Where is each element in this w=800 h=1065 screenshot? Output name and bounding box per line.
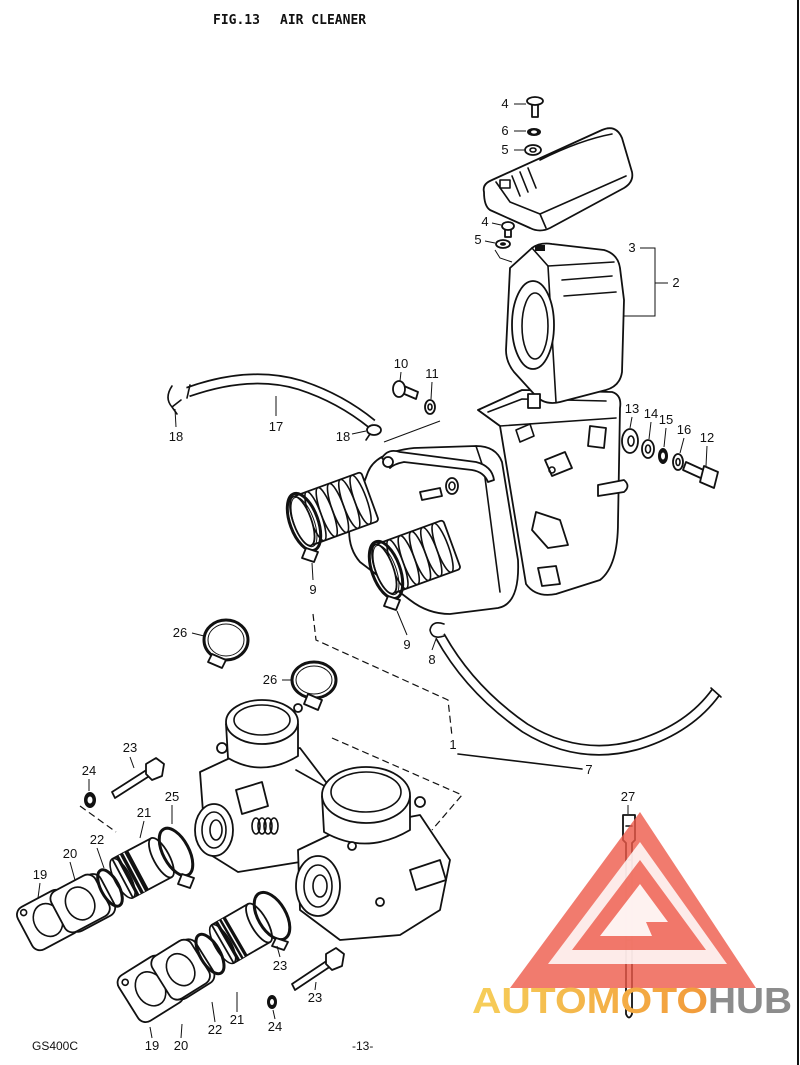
hose-clip-18-right xyxy=(365,424,382,441)
callout: 5 xyxy=(501,142,508,157)
washer-24-lower xyxy=(267,995,277,1009)
callout: 20 xyxy=(174,1038,188,1053)
hose-clamp-9-lower xyxy=(367,539,405,611)
throttle-linkage-spring xyxy=(251,769,329,835)
washer-5-lower xyxy=(495,239,511,249)
callout: 4 xyxy=(481,214,488,229)
automotohub-watermark: AUTOMOTO HUB xyxy=(472,812,792,1021)
air-cleaner-case xyxy=(477,389,629,596)
callout: 27 xyxy=(621,789,635,804)
washer-16 xyxy=(672,453,684,471)
figure-title: AIR CLEANER xyxy=(280,13,366,28)
callout: 21 xyxy=(137,805,151,820)
lock-washer-6 xyxy=(527,128,541,136)
callout: 14 xyxy=(644,406,658,421)
callout: 22 xyxy=(208,1022,222,1037)
hose-clamp-25-upper xyxy=(157,826,195,889)
hose-clamp-lower xyxy=(252,890,292,951)
callout: 13 xyxy=(625,401,639,416)
hose-clamp-9-upper xyxy=(285,491,323,563)
grommet-13 xyxy=(621,428,639,454)
bolt-10 xyxy=(392,380,419,400)
callout: 23 xyxy=(123,740,137,755)
spacer-20-lower xyxy=(150,938,216,1001)
callout: 7 xyxy=(585,762,592,777)
intake-pipe-21-upper xyxy=(109,836,175,899)
callout: 24 xyxy=(268,1019,282,1034)
washer-11 xyxy=(424,399,436,415)
page-number: -13- xyxy=(352,1039,373,1053)
callout: 25 xyxy=(165,789,179,804)
logo-triangle-core xyxy=(600,884,668,936)
filter-element xyxy=(505,242,625,409)
screw-4-lower xyxy=(501,221,515,238)
carburetor-left xyxy=(194,699,333,873)
leader-lines xyxy=(37,103,708,1039)
model-code: GS400C xyxy=(32,1039,78,1053)
hose-clamp-26-lower xyxy=(290,660,338,711)
callout: 16 xyxy=(677,422,691,437)
callout: 6 xyxy=(501,123,508,138)
collar-14 xyxy=(641,439,655,459)
intake-boot-lower xyxy=(371,519,461,595)
callout: 19 xyxy=(145,1038,159,1053)
washer-15 xyxy=(658,448,668,464)
callout: 23 xyxy=(308,990,322,1005)
o-ring-22-lower xyxy=(194,932,226,976)
hose-clip-18-left xyxy=(167,385,182,415)
callout-numbers: 4 6 5 4 5 3 2 10 11 18 17 18 13 14 15 16… xyxy=(33,96,714,1053)
carburetor-right xyxy=(295,766,451,941)
intake-boot-upper xyxy=(289,471,379,547)
callout: 18 xyxy=(169,429,183,444)
callout: 21 xyxy=(230,1012,244,1027)
callout: 23 xyxy=(273,958,287,973)
callout: 26 xyxy=(263,672,277,687)
callout: 3 xyxy=(628,240,635,255)
case-cover xyxy=(482,127,634,232)
callout: 1 xyxy=(449,737,456,752)
hose-clip-8 xyxy=(429,622,445,638)
callout: 20 xyxy=(63,846,77,861)
callout: 9 xyxy=(309,582,316,597)
drain-hose-7 xyxy=(435,633,722,756)
callout: 9 xyxy=(403,637,410,652)
o-ring-22-upper xyxy=(96,868,124,908)
callout: 2 xyxy=(672,275,679,290)
callout: 4 xyxy=(501,96,508,111)
washer-24-upper xyxy=(84,792,96,808)
figure-number: FIG.13 xyxy=(213,13,260,28)
brand-text-left: AUTOMOTO xyxy=(472,980,708,1021)
callout: 11 xyxy=(425,366,439,381)
callout: 17 xyxy=(269,419,283,434)
callout: 19 xyxy=(33,867,47,882)
callout: 12 xyxy=(700,430,714,445)
bolt-23-lower xyxy=(291,947,345,991)
callout: 24 xyxy=(82,763,96,778)
callout: 8 xyxy=(428,652,435,667)
callout: 26 xyxy=(173,625,187,640)
screw-4-top xyxy=(526,96,544,118)
callout: 15 xyxy=(659,412,673,427)
callout: 22 xyxy=(90,832,104,847)
bolt-12 xyxy=(682,461,719,489)
callout: 10 xyxy=(394,356,408,371)
callout: 5 xyxy=(474,232,481,247)
callout: 18 xyxy=(336,429,350,444)
washer-5-top xyxy=(524,144,542,156)
brand-text-right: HUB xyxy=(708,980,792,1021)
breather-hose-17 xyxy=(186,373,376,429)
bolt-23-upper xyxy=(111,757,165,799)
hose-clamp-26-upper xyxy=(202,618,250,669)
